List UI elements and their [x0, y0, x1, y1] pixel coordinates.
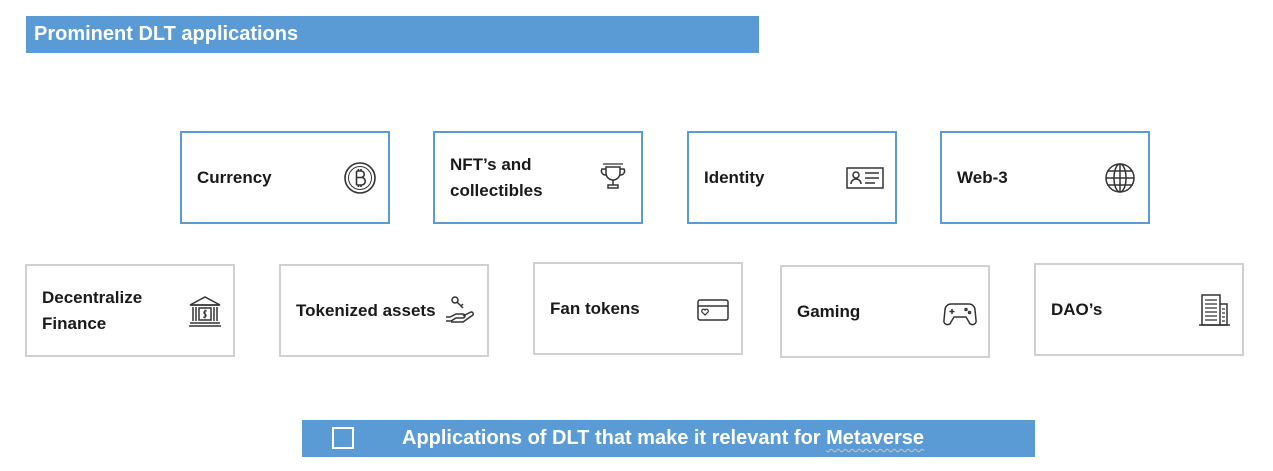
- bank-icon: [187, 293, 223, 329]
- footer-text-metaverse: Metaverse: [826, 427, 924, 449]
- card-nft: NFT’s and collectibles: [433, 131, 643, 224]
- gamepad-icon: [942, 294, 978, 330]
- card-fan-tokens: Fan tokens: [533, 262, 743, 355]
- bitcoin-icon: [342, 160, 378, 196]
- card-currency: Currency: [180, 131, 390, 224]
- card-daos: DAO’s: [1034, 263, 1244, 356]
- card-web3: Web-3: [940, 131, 1150, 224]
- heart-card-icon: [695, 291, 731, 327]
- card-label: Decentralize Finance: [42, 287, 143, 333]
- page-title: Prominent DLT applications: [26, 16, 759, 53]
- card-identity: Identity: [687, 131, 897, 224]
- card-tokenized-assets: Tokenized assets: [279, 264, 489, 357]
- card-label: Gaming: [797, 301, 861, 321]
- footer-text-prefix: Applications of DLT that make it relevan…: [402, 427, 827, 449]
- card-label: NFT’s and collectibles: [450, 154, 543, 200]
- checkbox-icon: [332, 427, 354, 449]
- footer-text: Applications of DLT that make it relevan…: [402, 420, 924, 457]
- card-label: Fan tokens: [550, 298, 640, 318]
- card-label: DAO’s: [1051, 299, 1103, 319]
- globe-icon: [1102, 160, 1138, 196]
- trophy-icon: [595, 160, 631, 196]
- card-label: Web-3: [957, 167, 1008, 187]
- id-card-icon: [845, 160, 885, 196]
- hand-key-icon: [441, 293, 477, 329]
- card-label: Tokenized assets: [296, 300, 436, 320]
- building-icon: [1196, 292, 1232, 328]
- footer-banner: Applications of DLT that make it relevan…: [302, 420, 1035, 457]
- card-defi: Decentralize Finance: [25, 264, 235, 357]
- card-label: Currency: [197, 167, 272, 187]
- card-label: Identity: [704, 167, 765, 187]
- card-gaming: Gaming: [780, 265, 990, 358]
